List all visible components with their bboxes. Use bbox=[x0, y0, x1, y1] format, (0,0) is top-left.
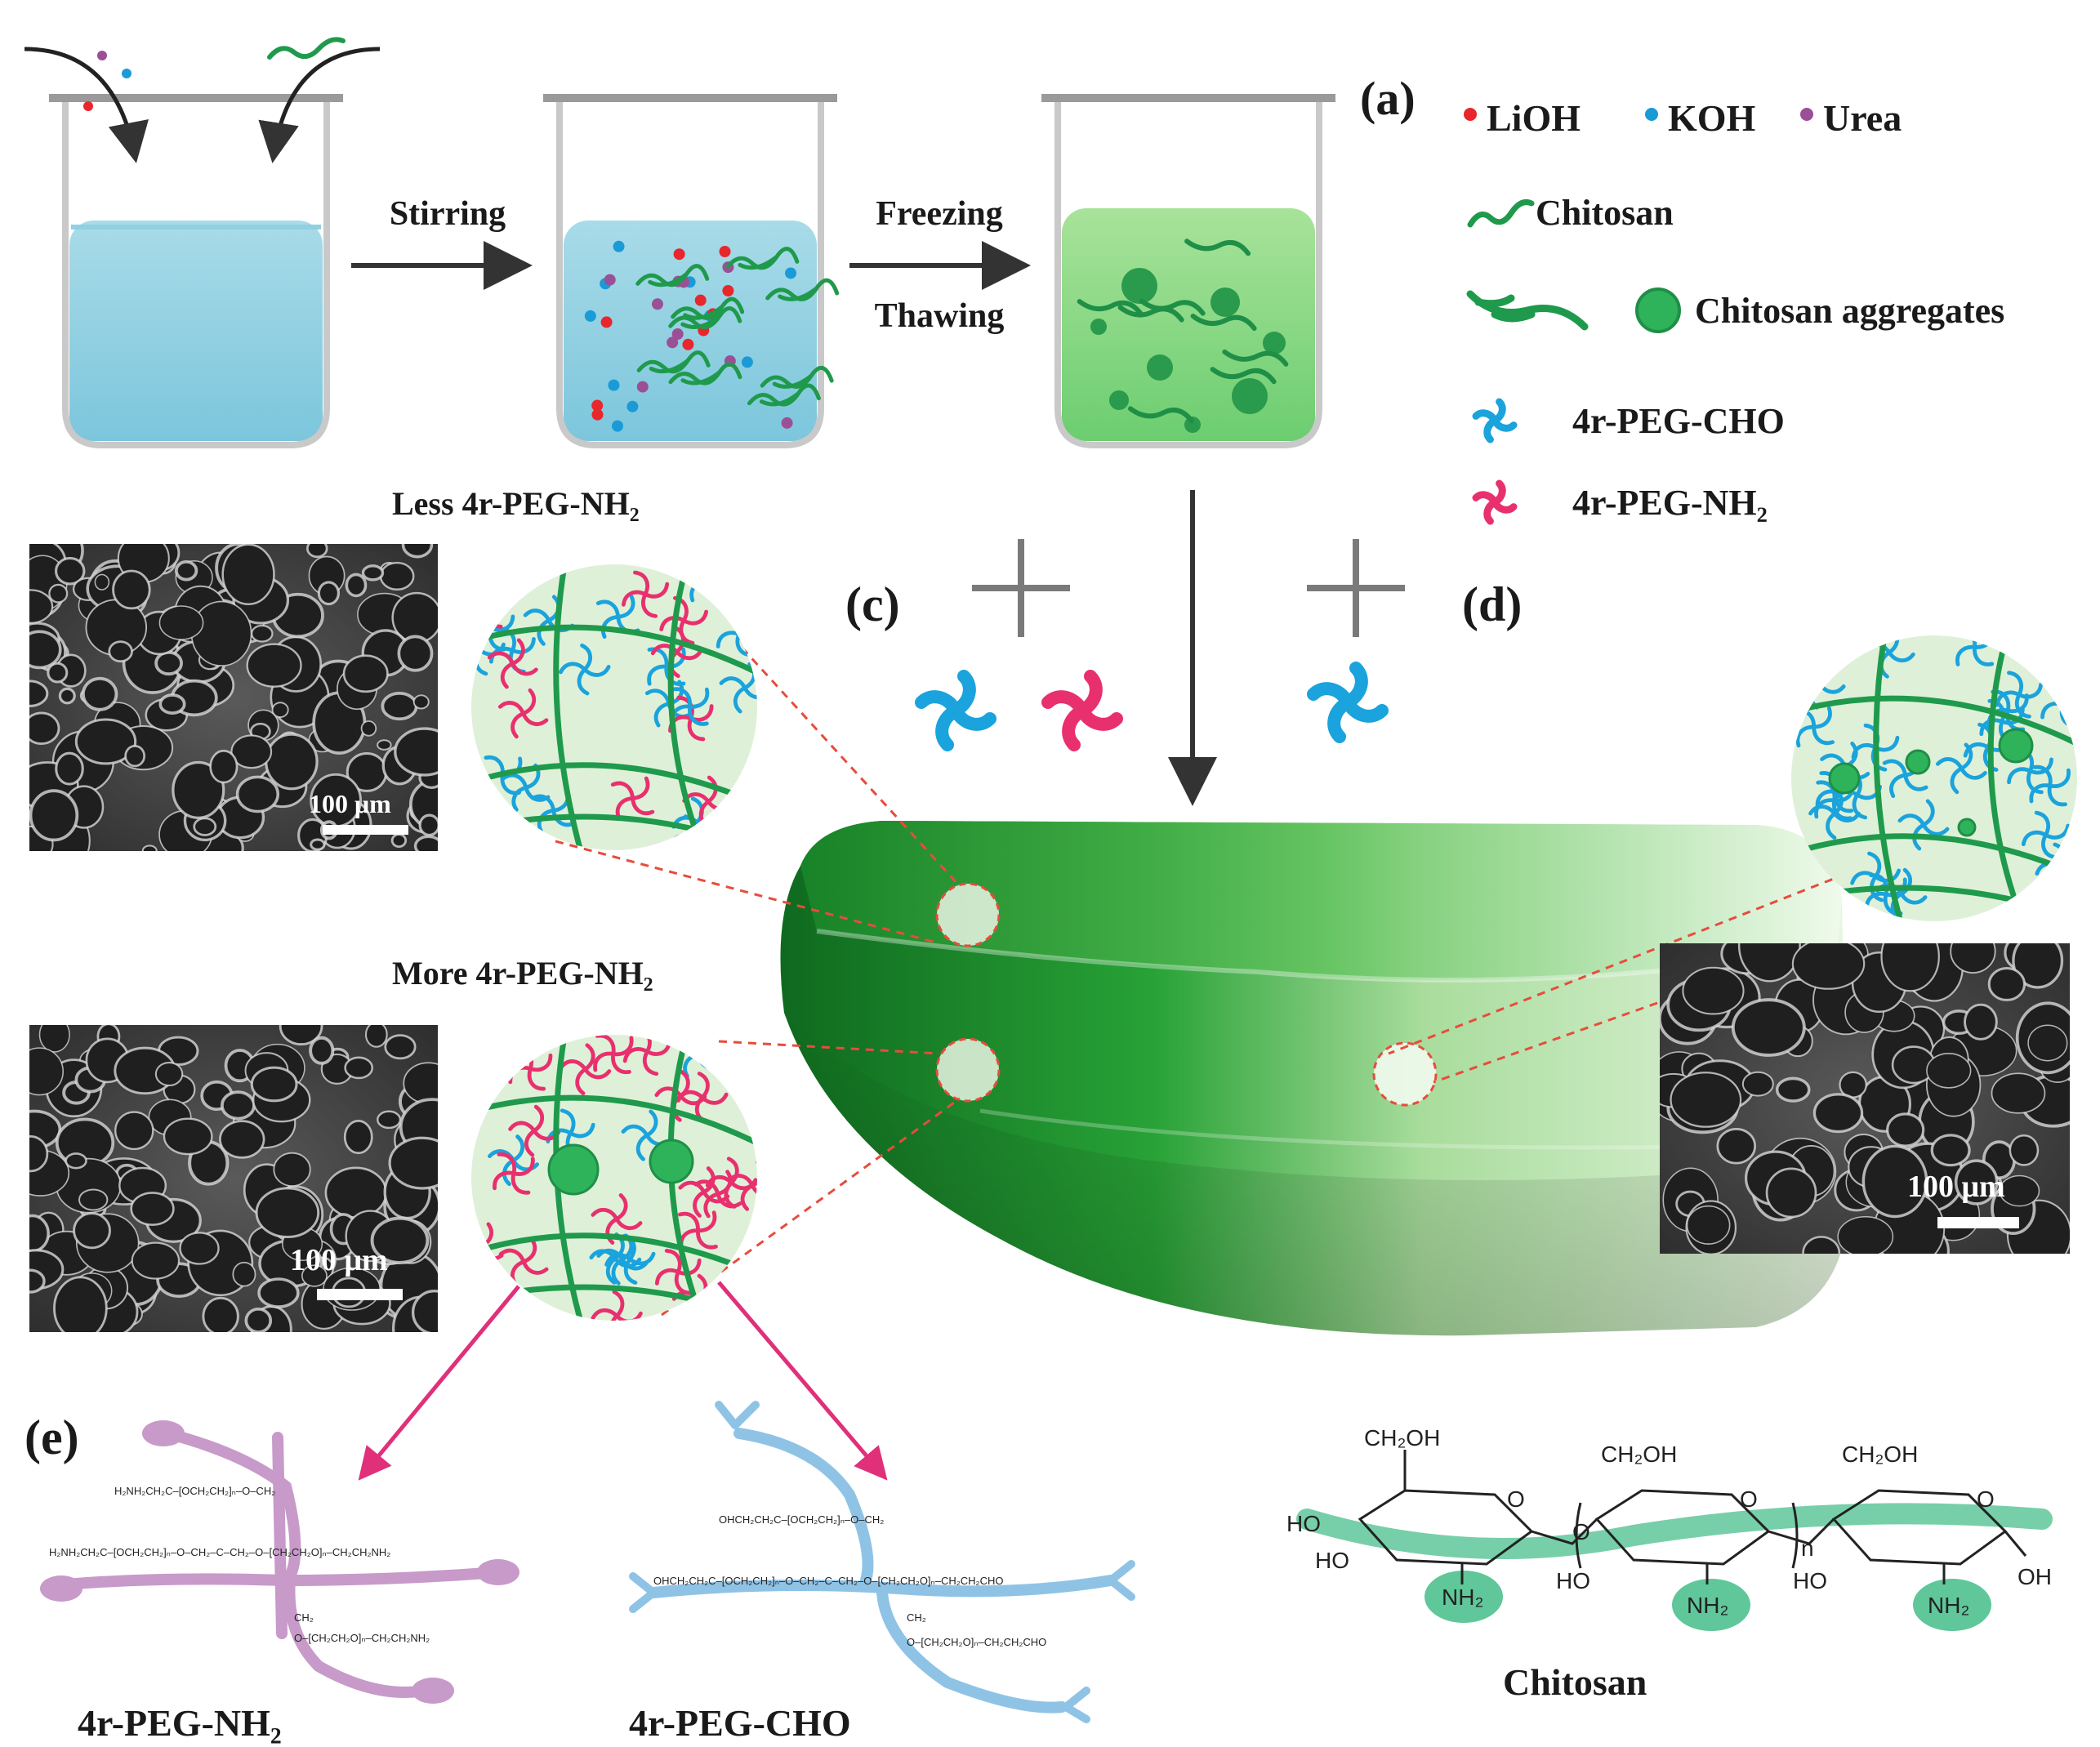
panel-c-label: (c) bbox=[845, 577, 900, 631]
plus-sign-left bbox=[972, 539, 1070, 637]
oh-end: OH bbox=[2018, 1564, 2052, 1589]
nh2-2: NH₂ bbox=[1687, 1593, 1728, 1618]
structure-arrows bbox=[358, 1281, 888, 1481]
o-link-1: O bbox=[1572, 1519, 1590, 1544]
ch2oh-2: CH₂OH bbox=[1601, 1442, 1677, 1467]
ho-2: HO bbox=[1315, 1548, 1349, 1573]
freeze-thaw-step: Freezing Thawing bbox=[849, 195, 1031, 335]
stirring-label: Stirring bbox=[390, 195, 506, 233]
peg-cho-structure-label: 4r-PEG-CHO bbox=[629, 1702, 851, 1744]
legend-koh: KOH bbox=[1668, 97, 1756, 139]
peg-cho-legend-icon bbox=[1476, 402, 1514, 439]
plus-sign-right bbox=[1307, 539, 1405, 637]
n-repeat: n bbox=[1801, 1535, 1814, 1561]
ho-4: HO bbox=[1793, 1568, 1827, 1593]
lioh-marker bbox=[1464, 108, 1477, 121]
svg-text:OHCH₂CH₂C–[OCH₂CH₂]ₙ–O–CH₂–C–C: OHCH₂CH₂C–[OCH₂CH₂]ₙ–O–CH₂–C–CH₂–O–[CH₂C… bbox=[653, 1575, 1004, 1587]
ch2oh-1: CH₂OH bbox=[1364, 1425, 1440, 1451]
chitosan-cluster-icon bbox=[1466, 290, 1589, 331]
scale-bar-right-label: 100 μm bbox=[1907, 1170, 2005, 1204]
more-title: More 4r-PEG-NH₂ bbox=[392, 955, 653, 992]
legend-lioh: LiOH bbox=[1487, 97, 1581, 139]
legend-urea: Urea bbox=[1823, 97, 1902, 139]
chitosan-structure: CH₂OH CH₂OH CH₂OH HO HO HO HO OH NH₂ NH₂… bbox=[1286, 1425, 2053, 1703]
beaker-dissolved bbox=[543, 94, 840, 448]
svg-text:OHCH₂CH₂C–[OCH₂CH₂]ₙ–O–CH₂: OHCH₂CH₂C–[OCH₂CH₂]ₙ–O–CH₂ bbox=[719, 1513, 884, 1526]
sample-spot-less bbox=[935, 882, 1001, 947]
legend: (a) LiOH KOH Urea Chitosan Chitosan aggr… bbox=[1360, 72, 2004, 523]
chitosan-structure-label: Chitosan bbox=[1503, 1661, 1647, 1703]
peg-nh2-structure-label: 4r-PEG-NH₂ bbox=[78, 1702, 282, 1744]
svg-text:O–[CH₂CH₂O]ₙ–CH₂CH₂CHO: O–[CH₂CH₂O]ₙ–CH₂CH₂CHO bbox=[907, 1636, 1046, 1648]
scale-bar-less-label: 100 μm bbox=[309, 789, 391, 818]
scale-bar-less bbox=[323, 825, 408, 835]
koh-dot bbox=[122, 69, 132, 78]
beaker-frozen-thawed bbox=[1041, 94, 1335, 448]
freezing-label: Freezing bbox=[876, 195, 1003, 233]
ho-1: HO bbox=[1286, 1511, 1321, 1536]
koh-marker bbox=[1645, 108, 1658, 121]
peg-nh2-structure: H₂NH₂CH₂C–[OCH₂CH₂]ₙ–O–CH₂ H₂NH₂CH₂C–[OC… bbox=[40, 1420, 519, 1744]
sample-spot-cho bbox=[1372, 1041, 1438, 1107]
peg-cho-star-right bbox=[1313, 668, 1382, 737]
o-ring-2: O bbox=[1740, 1486, 1758, 1512]
legend-peg-nh2: 4r-PEG-NH₂ bbox=[1572, 483, 1768, 523]
hydrogel-block bbox=[780, 821, 1848, 1336]
peg-cho-star-left bbox=[921, 676, 990, 745]
ch2oh-3: CH₂OH bbox=[1842, 1442, 1918, 1467]
chitosan-strand bbox=[267, 37, 346, 60]
legend-chitosan-aggregates: Chitosan aggregates bbox=[1695, 291, 2004, 331]
sem-peg-cho: 100 μm bbox=[1660, 943, 2070, 1254]
network-cho bbox=[1791, 635, 2077, 921]
ho-3: HO bbox=[1556, 1568, 1590, 1593]
network-less bbox=[471, 564, 757, 850]
chitosan-legend-icon bbox=[1467, 199, 1535, 228]
urea-dot bbox=[97, 51, 107, 60]
scale-bar-more bbox=[317, 1289, 403, 1300]
sem-more-peg-nh2: More 4r-PEG-NH₂ 100 μm bbox=[29, 955, 653, 1332]
reagent-drop-arrows bbox=[24, 37, 381, 163]
peg-nh2-star bbox=[1048, 676, 1117, 745]
legend-peg-cho: 4r-PEG-CHO bbox=[1572, 401, 1785, 441]
scale-bar-more-label: 100 μm bbox=[290, 1243, 388, 1277]
peg-nh2-legend-icon bbox=[1476, 484, 1514, 521]
stirring-step: Stirring bbox=[351, 195, 533, 290]
legend-chitosan: Chitosan bbox=[1536, 193, 1674, 233]
svg-text:H₂NH₂CH₂C–[OCH₂CH₂]ₙ–O–CH₂–C–C: H₂NH₂CH₂C–[OCH₂CH₂]ₙ–O–CH₂–C–CH₂–O–[CH₂C… bbox=[49, 1546, 390, 1558]
svg-text:CH₂: CH₂ bbox=[294, 1611, 314, 1624]
o-ring-3: O bbox=[1977, 1486, 1995, 1512]
less-title: Less 4r-PEG-NH₂ bbox=[392, 485, 640, 522]
panel-d-label: (d) bbox=[1462, 577, 1522, 631]
beaker-solvent bbox=[49, 94, 343, 448]
nh2-3: NH₂ bbox=[1928, 1593, 1969, 1618]
svg-text:H₂NH₂CH₂C–[OCH₂CH₂]ₙ–O–CH₂: H₂NH₂CH₂C–[OCH₂CH₂]ₙ–O–CH₂ bbox=[114, 1485, 275, 1497]
sem-less-peg-nh2: Less 4r-PEG-NH₂ 100 μm bbox=[29, 485, 640, 851]
sample-spot-more bbox=[935, 1037, 1001, 1103]
lioh-dot bbox=[83, 101, 93, 111]
scale-bar-right bbox=[1937, 1217, 2019, 1228]
svg-text:O–[CH₂CH₂O]ₙ–CH₂CH₂NH₂: O–[CH₂CH₂O]ₙ–CH₂CH₂NH₂ bbox=[294, 1632, 430, 1644]
chitosan-aggregate-icon bbox=[1635, 287, 1681, 333]
panel-a-label: (a) bbox=[1360, 72, 1416, 125]
o-ring-1: O bbox=[1507, 1486, 1525, 1512]
panel-e-label: (e) bbox=[25, 1411, 79, 1464]
nh2-1: NH₂ bbox=[1442, 1584, 1483, 1610]
thawing-label: Thawing bbox=[875, 297, 1005, 335]
network-more bbox=[471, 1035, 757, 1321]
addition-scheme: (c) (d) bbox=[845, 490, 1522, 806]
urea-marker bbox=[1800, 108, 1813, 121]
svg-text:CH₂: CH₂ bbox=[907, 1611, 926, 1624]
peg-cho-structure: OHCH₂CH₂C–[OCH₂CH₂]ₙ–O–CH₂ OHCH₂CH₂C–[OC… bbox=[629, 1401, 1135, 1744]
